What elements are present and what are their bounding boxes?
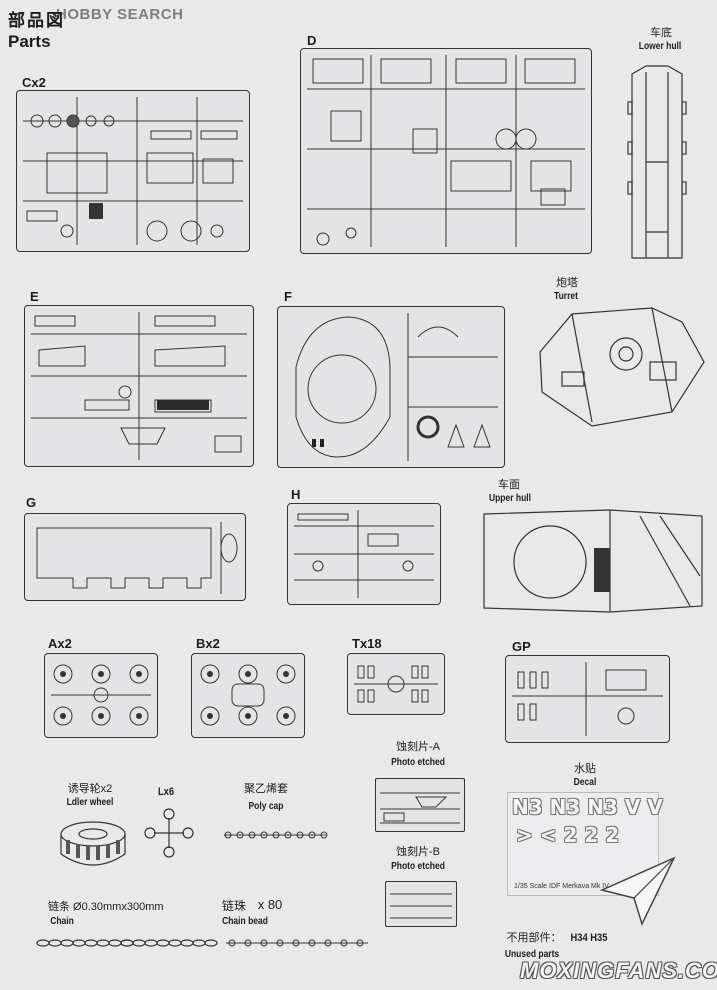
chain-bead-qty: x 80	[257, 897, 283, 912]
watermark-bottom: MOXINGFANS.COM	[520, 958, 717, 983]
turret-label-en: Turret	[554, 291, 578, 302]
idler-label-cn: 诱导轮x2	[67, 783, 113, 795]
sprue-d	[300, 48, 592, 254]
page-title-cn: 部品図	[8, 11, 65, 30]
pe-a-label-cn: 蚀刻片-A	[396, 741, 440, 753]
sprue-e-drawing	[31, 312, 247, 460]
decal-sheet: N3 N3 N3 V V > < 2 2 2 1/35 Scale IDF Me…	[507, 792, 663, 896]
pe-b-label-en: Photo etched	[391, 861, 445, 872]
poly-cap-label-en: Poly cap	[248, 801, 284, 812]
idler-wheel-drawing	[60, 821, 126, 866]
decal-row-2: > < 2 2 2	[516, 823, 620, 847]
sprue-label-cx2: Cx2	[22, 75, 46, 90]
sprue-h	[287, 503, 441, 605]
chain-label-cn: 链条 Ø0.30mmx300mm	[48, 901, 164, 913]
sprue-d-drawing	[307, 55, 585, 247]
upper-hull-label-cn: 车面	[498, 479, 520, 491]
sprue-label-tx18: Tx18	[352, 636, 382, 651]
sprue-tx18-drawing	[354, 665, 438, 703]
chain-drawing	[36, 939, 134, 947]
sprue-bx2-drawing	[200, 664, 296, 726]
chain-bead-label-cn: 链珠	[221, 899, 246, 913]
page-title-en: Parts	[8, 32, 51, 51]
unused-codes: H34 H35	[570, 932, 608, 944]
sprue-ax2-drawing	[51, 664, 151, 726]
sprue-bx2	[191, 653, 305, 738]
sprue-label-e: E	[30, 289, 39, 304]
watermark-top: HOBBY SEARCH	[56, 6, 184, 23]
part-l-drawing	[144, 808, 194, 858]
unused-label-en: Unused parts	[504, 949, 560, 960]
part-label-lx6: Lx6	[157, 786, 175, 798]
sprue-f	[277, 306, 505, 468]
poly-cap-drawing	[224, 831, 328, 839]
sprue-gp	[505, 655, 670, 743]
chain-drawing-2	[120, 939, 218, 947]
sprue-ax2	[44, 653, 158, 738]
decal-label-cn: 水贴	[574, 763, 596, 775]
lower-hull-drawing	[627, 65, 687, 259]
poly-cap-label-cn: 聚乙烯套	[244, 783, 288, 795]
sprue-g-drawing	[36, 522, 238, 594]
sprue-label-gp: GP	[512, 639, 531, 654]
chain-bead-label-en: Chain bead	[222, 916, 268, 927]
sprue-label-h: H	[291, 487, 301, 502]
chain-bead-drawing	[226, 939, 368, 947]
sprue-label-d: D	[307, 33, 317, 48]
sprue-label-bx2: Bx2	[196, 636, 220, 651]
upper-hull-label-en: Upper hull	[488, 493, 532, 504]
sprue-cx2-drawing	[23, 97, 243, 245]
paper-plane-logo-icon	[599, 856, 676, 927]
idler-label-en: Ldler wheel	[66, 797, 114, 808]
sprue-tx18	[347, 653, 445, 715]
sprue-g	[24, 513, 246, 601]
sprue-e	[24, 305, 254, 467]
sprue-cx2	[16, 90, 250, 252]
sprue-label-f: F	[284, 289, 292, 304]
lower-hull-label-en: Lower hull	[638, 41, 682, 52]
photo-etched-b	[385, 881, 457, 927]
sprue-h-drawing	[294, 510, 434, 598]
sprue-f-drawing	[295, 313, 498, 461]
pe-b-label-cn: 蚀刻片-B	[396, 846, 440, 858]
sprue-label-ax2: Ax2	[48, 636, 72, 651]
pe-b-drawing	[390, 893, 452, 919]
photo-etched-a	[375, 778, 465, 832]
sprue-gp-drawing	[512, 662, 663, 736]
pe-a-label-en: Photo etched	[391, 757, 445, 768]
decal-row-1: N3 N3 N3 V V	[512, 795, 663, 819]
lower-hull-label-cn: 车底	[650, 27, 672, 39]
sprue-label-g: G	[26, 495, 37, 510]
chain-label-en: Chain	[50, 916, 74, 927]
turret-label-cn: 炮塔	[556, 277, 578, 289]
decal-footer: 1/35 Scale IDF Merkava Mk IV	[514, 883, 609, 890]
turret-drawing	[539, 307, 705, 427]
decal-label-en: Decal	[573, 777, 597, 788]
pe-a-drawing	[380, 792, 460, 824]
unused-label-cn: 不用部件：	[506, 932, 562, 944]
upper-hull-drawing	[483, 509, 703, 613]
